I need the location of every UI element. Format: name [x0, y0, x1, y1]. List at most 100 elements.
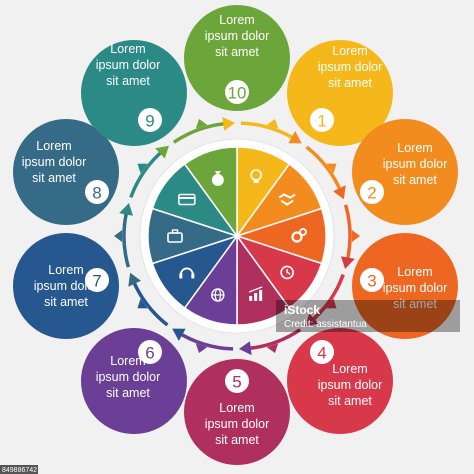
- step-number-badge: [138, 340, 162, 364]
- globe-icon: [211, 288, 225, 302]
- step-2: Lorem ipsum dolor sit amet 2: [352, 119, 458, 225]
- step-text-line: ipsum dolor: [34, 279, 99, 293]
- step-text-line: ipsum dolor: [383, 281, 448, 295]
- step-6: Lorem ipsum dolor sit amet 6: [81, 328, 187, 434]
- step-number-badge: [138, 108, 162, 132]
- step-text-line: Lorem: [332, 44, 367, 58]
- step-text-line: Lorem: [48, 263, 83, 277]
- ring-arc: [343, 204, 352, 264]
- watermark-logo: iStock: [284, 303, 320, 317]
- ring-pointer: [114, 229, 123, 243]
- step-circle: [13, 233, 119, 339]
- ring-pointer: [326, 298, 337, 309]
- ring-arrowhead: [128, 272, 141, 287]
- money-bag-icon: [211, 171, 224, 186]
- ring-pointer: [195, 343, 208, 353]
- step-number: 10: [228, 84, 247, 103]
- ring-arc: [240, 121, 298, 142]
- ring-arrowhead: [341, 256, 355, 270]
- arrow-ring: [119, 116, 355, 356]
- step-number-badge: [310, 340, 334, 364]
- step-text-line: sit amet: [215, 433, 259, 447]
- gears-icon: [291, 228, 307, 243]
- ring-pointer: [266, 119, 279, 129]
- step-text-line: sit amet: [328, 76, 372, 90]
- step-text-line: Lorem: [397, 141, 432, 155]
- step-number-badge: [360, 180, 384, 204]
- step-text-line: sit amet: [215, 45, 259, 59]
- step-number-badge: [360, 268, 384, 292]
- step-3: Lorem ipsum dolor sit amet 3: [352, 233, 458, 339]
- step-text-line: sit amet: [393, 297, 437, 311]
- step-text-line: ipsum dolor: [96, 58, 161, 72]
- ring-arrowhead: [238, 341, 252, 356]
- clock-icon: [280, 265, 294, 280]
- step-number: 1: [317, 112, 326, 131]
- step-text-line: Lorem: [110, 42, 145, 56]
- ring-arrowhead: [288, 131, 302, 144]
- step-number-badge: [310, 108, 334, 132]
- step-number-badge: [85, 268, 109, 292]
- step-text-line: Lorem: [332, 362, 367, 376]
- step-text-line: Lorem: [36, 139, 71, 153]
- step-number: 6: [145, 344, 154, 363]
- briefcase-icon: [167, 229, 183, 243]
- step-text-line: sit amet: [328, 394, 372, 408]
- ring-arrowhead: [305, 313, 319, 327]
- step-text-line: Lorem: [219, 13, 254, 27]
- step-number-badge: [225, 80, 249, 104]
- watermark-box: [276, 300, 460, 332]
- step-text-line: ipsum dolor: [205, 29, 270, 43]
- ring-pointer: [137, 163, 148, 174]
- image-id-box: [0, 465, 38, 474]
- step-number-badge: [225, 369, 249, 393]
- step-text-line: sit amet: [32, 171, 76, 185]
- step-circle: [352, 233, 458, 339]
- step-number: 5: [232, 373, 241, 392]
- handshake-icon: [278, 193, 296, 206]
- step-text-line: Lorem: [397, 265, 432, 279]
- ring-pointer: [351, 229, 360, 243]
- step-text-line: ipsum dolor: [96, 370, 161, 384]
- step-number: 9: [145, 112, 154, 131]
- ring-arrowhead: [222, 116, 236, 131]
- ring-arc: [176, 330, 234, 351]
- step-number: 3: [367, 272, 376, 291]
- lightbulb-icon: [250, 169, 262, 184]
- step-text-line: sit amet: [393, 173, 437, 187]
- step-text-line: ipsum dolor: [205, 417, 270, 431]
- step-circle: [184, 5, 290, 111]
- ring-arc: [122, 208, 131, 268]
- ring-pointer: [326, 163, 337, 174]
- step-number: 8: [92, 184, 101, 203]
- step-circle: [352, 119, 458, 225]
- ring-pointer: [195, 119, 208, 129]
- step-text-line: ipsum dolor: [318, 60, 383, 74]
- ring-arrowhead: [172, 328, 186, 341]
- step-text-line: Lorem: [110, 354, 145, 368]
- ring-pointer: [137, 298, 148, 309]
- image-id: 849886742: [2, 467, 37, 474]
- ring-arrowhead: [333, 185, 346, 200]
- step-1: Lorem ipsum dolor sit amet 1: [287, 40, 393, 146]
- step-text-line: sit amet: [44, 295, 88, 309]
- step-text-line: sit amet: [106, 386, 150, 400]
- step-text-line: ipsum dolor: [383, 157, 448, 171]
- step-circle: [184, 359, 290, 465]
- growth-chart-icon: [248, 286, 263, 301]
- step-number: 4: [317, 344, 326, 363]
- step-number: 2: [367, 184, 376, 203]
- step-9: Lorem ipsum dolor sit amet 9: [81, 40, 187, 146]
- ring-pointer: [266, 343, 279, 353]
- step-text-line: sit amet: [106, 74, 150, 88]
- center-pie: [147, 146, 327, 326]
- ring-arrowhead: [119, 202, 133, 216]
- headset-icon: [179, 267, 195, 279]
- credit-card-icon: [178, 193, 196, 206]
